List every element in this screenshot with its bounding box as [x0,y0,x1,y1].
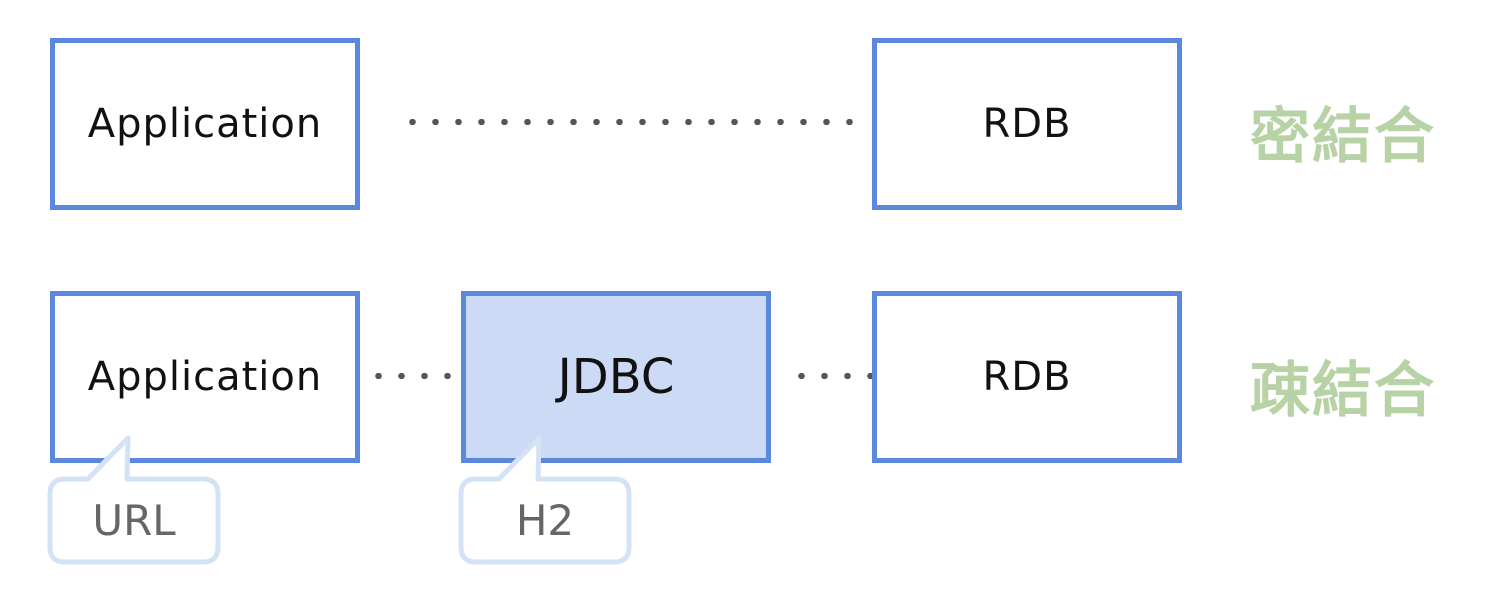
connector-jdbc-rdb [790,373,880,379]
application-label: Application [87,354,323,400]
h2-callout-label: H2 [515,495,575,545]
rdb-box-loose: RDB [872,291,1182,463]
application-box-tight: Application [50,38,360,210]
url-callout-bubble [47,435,221,565]
application-label: Application [87,101,323,147]
jdbc-box: JDBC [461,291,771,463]
rdb-label: RDB [982,101,1072,147]
h2-callout-bubble [458,435,632,565]
url-callout-label: URL [92,495,176,545]
application-box-loose: Application [50,291,360,463]
rdb-label: RDB [982,354,1072,400]
tight-coupling-label: 密結合 [1250,102,1436,172]
connector-application-jdbc [367,373,462,379]
jdbc-label: JDBC [557,349,675,405]
rdb-box-tight: RDB [872,38,1182,210]
connector-application-rdb [401,119,863,125]
loose-coupling-label: 疎結合 [1250,356,1436,426]
